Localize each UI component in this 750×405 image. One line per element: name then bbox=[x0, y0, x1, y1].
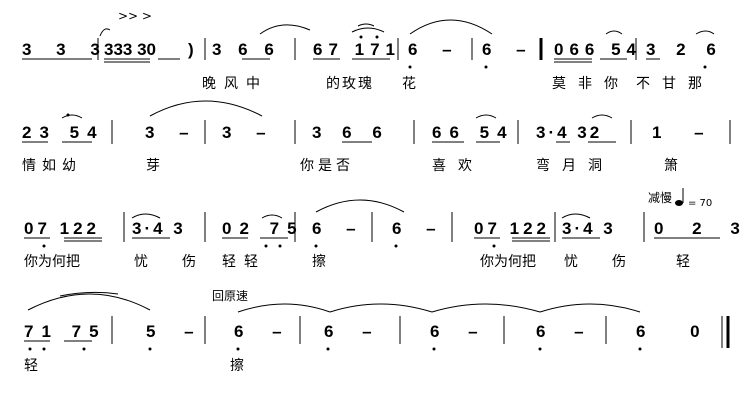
lyric-4-1: 轻 bbox=[24, 358, 38, 374]
lyric-1-3: 花 bbox=[402, 76, 416, 92]
measure-4-4: 6 – bbox=[324, 322, 384, 341]
lyric-3-5: 擦 bbox=[312, 253, 326, 270]
measure-2-2: 3 – bbox=[145, 123, 199, 142]
lyric-1-5: 不甘那 bbox=[636, 76, 714, 92]
measure-3-2: 3·4 3 bbox=[132, 219, 186, 238]
lyric-2-4: 喜欢 bbox=[432, 158, 484, 174]
system-3: 减慢 = 70 07 122 3·4 3 02 75 6 – 6 – 07 12… bbox=[24, 188, 750, 270]
lyric-2-6: 箫 bbox=[664, 157, 678, 174]
measure-2-1: 23 54 bbox=[22, 123, 105, 142]
measure-4-1: 71 75 bbox=[24, 322, 107, 341]
lyric-2-5: 弯月洞 bbox=[536, 157, 614, 174]
measure-4-6: 6 – bbox=[536, 322, 596, 341]
lyric-2-1: 情如幼 bbox=[22, 158, 82, 174]
lyric-1-4: 莫非你 bbox=[552, 76, 630, 92]
lyric-3-8: 伤 bbox=[612, 254, 626, 270]
measure-3-4: 6 – bbox=[312, 219, 366, 238]
lyric-4-2: 擦 bbox=[230, 357, 244, 374]
measure-1-6: 6 – bbox=[482, 40, 536, 59]
lyric-1-1: 晚风中 bbox=[202, 76, 268, 92]
lyric-2-2: 芽 bbox=[146, 158, 160, 174]
measure-1-8: 3 2 6 bbox=[646, 40, 724, 59]
measure-3-3: 02 75 bbox=[222, 219, 305, 238]
measure-4-2: 5 – bbox=[146, 322, 206, 341]
paren-close: ) bbox=[188, 40, 194, 59]
system-4: 回原速 71 75 5 – 6 – 6 – 6 – 6 – 6 0 轻 bbox=[24, 289, 730, 374]
measure-3-6: 07 122 bbox=[474, 219, 550, 238]
measure-3-8: 0 2 3 bbox=[654, 219, 750, 238]
lyric-3-1: 你为何把 bbox=[24, 254, 80, 270]
tempo-mark: = 70 bbox=[688, 198, 712, 209]
system-2: 23 54 3 – 3 – 3 6 6 66 54 3·4 32 1 – 情如幼… bbox=[22, 100, 731, 174]
measure-1-1: 3 3 3 bbox=[22, 40, 110, 59]
lyric-3-4: 轻轻 bbox=[222, 254, 266, 270]
measure-2-3: 3 – bbox=[222, 123, 276, 142]
a-tempo-mark: 回原速 bbox=[212, 289, 248, 303]
measure-1-5: 6 – bbox=[408, 40, 462, 59]
measure-3-1: 07 122 bbox=[24, 219, 100, 238]
measure-1-3: 3 6 6 bbox=[212, 40, 280, 59]
lyric-2-3: 你是否 bbox=[300, 158, 354, 174]
measure-2-5: 66 54 bbox=[432, 123, 515, 142]
accent-marks: >> > bbox=[118, 9, 152, 23]
measure-1-7: 066 54 bbox=[554, 40, 642, 59]
measure-3-7: 3·4 3 bbox=[562, 219, 616, 238]
lyric-3-2: 忧 bbox=[134, 254, 148, 270]
measure-4-7: 6 0 bbox=[636, 322, 720, 341]
measure-3-5: 6 – bbox=[392, 219, 446, 238]
lyric-3-9: 轻 bbox=[676, 254, 690, 270]
rit-mark: 减慢 bbox=[648, 191, 672, 205]
measure-4-3: 6 – bbox=[234, 322, 294, 341]
measure-2-7: 1 – bbox=[652, 123, 718, 142]
lyric-3-3: 伤 bbox=[182, 254, 196, 270]
system-1: >> > ) 3 3 3 333 30 3 6 6 67 171 6 – 6 –… bbox=[22, 9, 724, 92]
measure-2-4: 3 6 6 bbox=[312, 123, 390, 142]
measure-1-2: 333 30 bbox=[104, 40, 156, 59]
lyric-3-7: 忧 bbox=[564, 254, 578, 270]
lyric-3-6: 你为何把 bbox=[480, 254, 536, 270]
lyric-1-2: 的玫瑰 bbox=[326, 76, 374, 92]
measure-1-4: 67 171 bbox=[313, 40, 401, 59]
quarter-note-icon bbox=[675, 200, 683, 206]
measure-4-5: 6 – bbox=[430, 322, 490, 341]
measure-2-6: 3·4 32 bbox=[536, 123, 602, 142]
